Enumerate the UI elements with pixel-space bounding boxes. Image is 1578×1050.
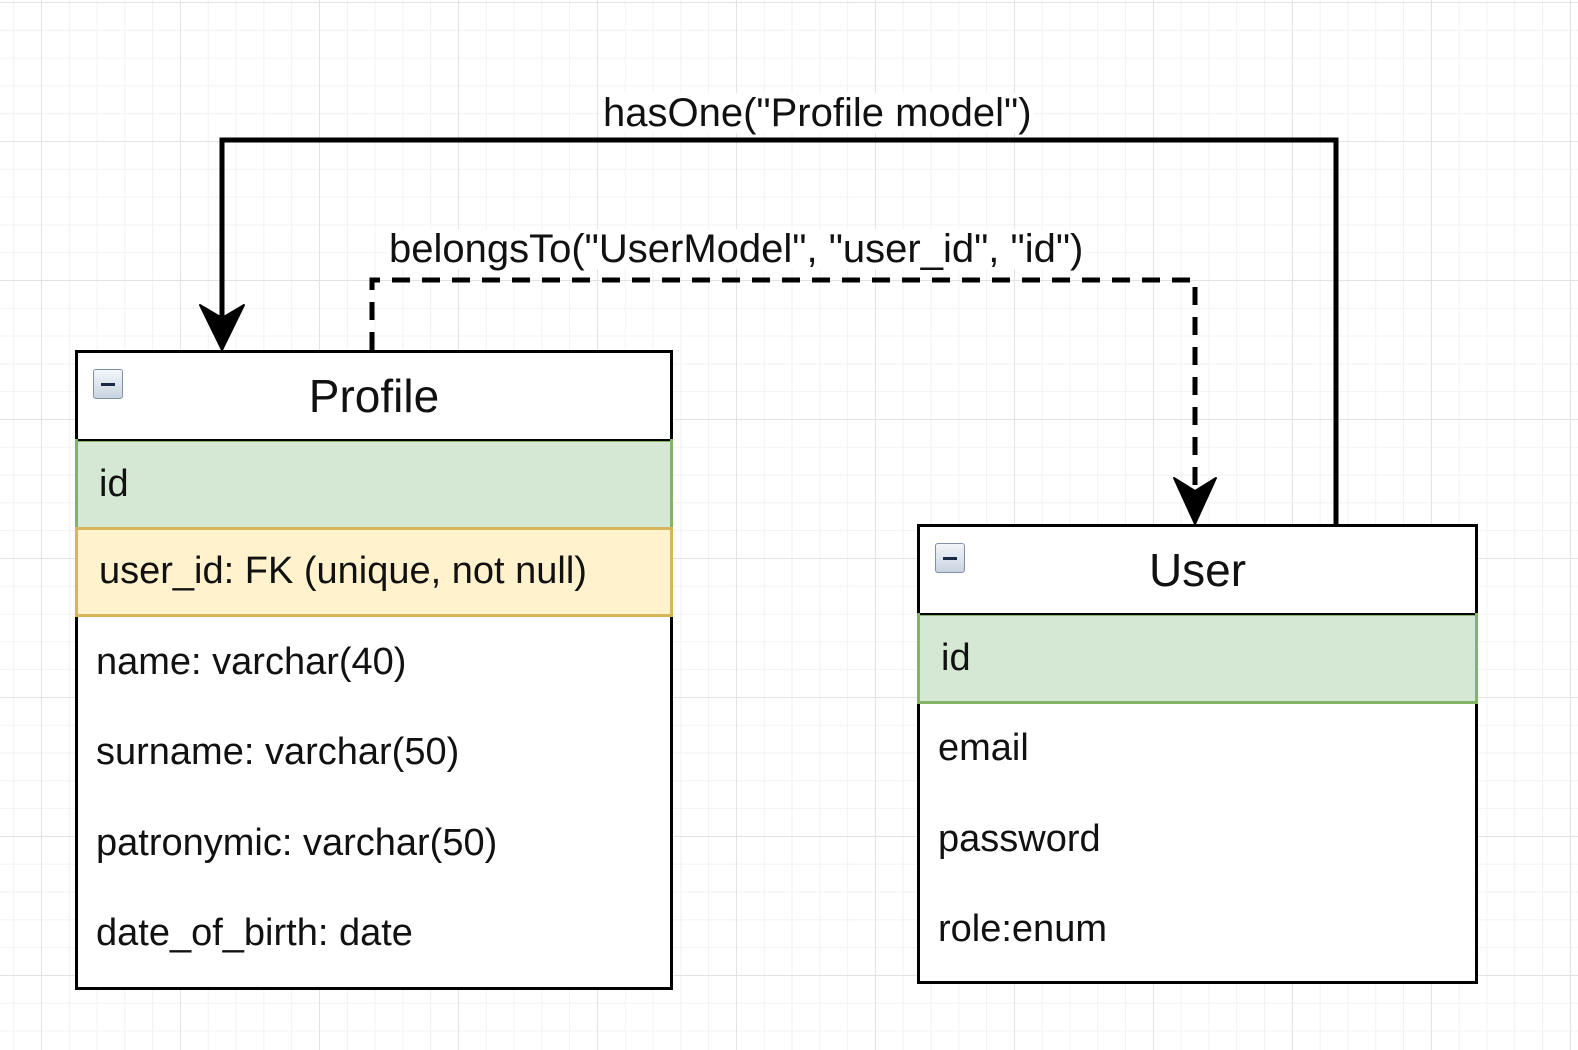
profile-field-row[interactable]: date_of_birth: date bbox=[96, 912, 413, 955]
user-field-row[interactable]: id bbox=[917, 613, 1478, 704]
user-field-row[interactable]: email bbox=[938, 727, 1029, 770]
profile-field-row[interactable]: patronymic: varchar(50) bbox=[96, 821, 498, 864]
has-one-label[interactable]: hasOne("Profile model") bbox=[601, 91, 1034, 135]
profile-field-row[interactable]: name: varchar(40) bbox=[96, 640, 407, 683]
minus-icon bbox=[101, 382, 115, 386]
profile-entity[interactable]: Profile id user_id: FK (unique, not null… bbox=[75, 350, 673, 990]
profile-field-row[interactable]: surname: varchar(50) bbox=[96, 731, 460, 774]
belongs-to-edge[interactable] bbox=[369, 277, 1198, 492]
user-entity-title: User bbox=[1148, 544, 1247, 596]
profile-field-row[interactable]: id bbox=[75, 439, 673, 530]
belongs-to-label[interactable]: belongsTo("UserModel", "user_id", "id") bbox=[387, 227, 1086, 271]
user-field-row[interactable]: role:enum bbox=[938, 908, 1107, 951]
profile-entity-title: Profile bbox=[308, 370, 440, 422]
has-one-edge[interactable] bbox=[219, 137, 1339, 524]
profile-entity-header[interactable]: Profile bbox=[78, 353, 670, 441]
belongs-to-arrowhead-icon bbox=[1173, 477, 1217, 525]
profile-field-row[interactable]: user_id: FK (unique, not null) bbox=[75, 526, 673, 617]
user-collapse-icon[interactable] bbox=[935, 543, 965, 573]
user-entity[interactable]: User id email password role:enum bbox=[917, 524, 1478, 984]
minus-icon bbox=[943, 556, 957, 560]
user-field-row[interactable]: password bbox=[938, 817, 1101, 860]
has-one-arrowhead-icon bbox=[199, 304, 245, 351]
profile-collapse-icon[interactable] bbox=[93, 369, 123, 399]
user-entity-header[interactable]: User bbox=[920, 527, 1475, 615]
